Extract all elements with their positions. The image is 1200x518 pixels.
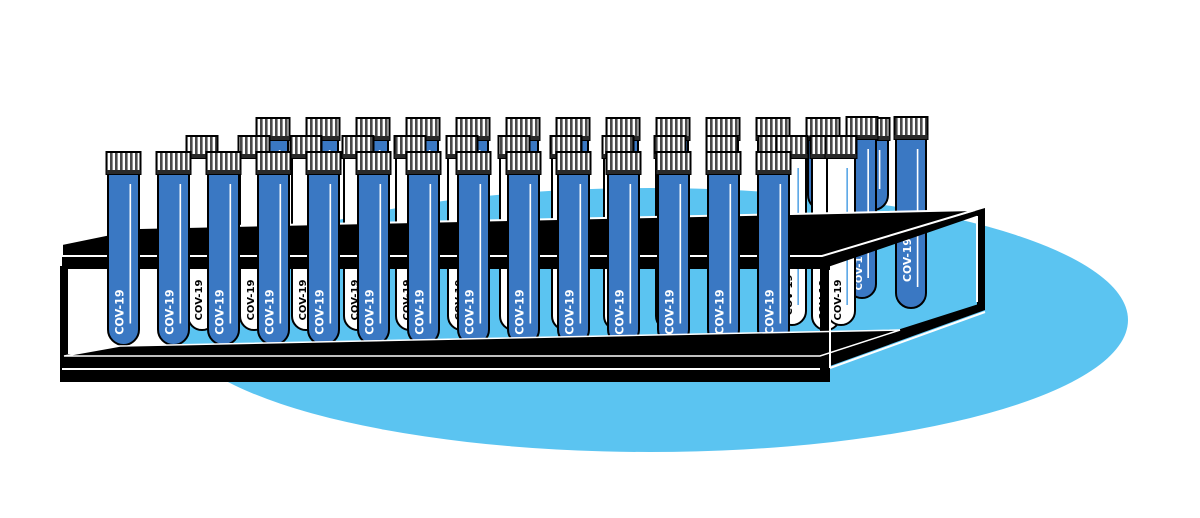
test-tube-icon: COV-19 bbox=[205, 151, 242, 346]
tube-label: COV-19 bbox=[314, 289, 327, 335]
tube-label: COV-19 bbox=[464, 289, 477, 335]
tube-label: COV-19 bbox=[714, 289, 727, 335]
tube-label: COV-19 bbox=[901, 238, 914, 282]
test-tube-icon: COV-19 bbox=[255, 151, 292, 346]
tube-label: COV-19 bbox=[246, 280, 257, 321]
tube-label: COV-19 bbox=[298, 280, 309, 321]
tube-label: COV-19 bbox=[833, 280, 844, 321]
test-tube-icon: COV-19 bbox=[405, 151, 442, 346]
test-tube-icon: COV-19 bbox=[555, 151, 592, 346]
tube-label: COV-19 bbox=[664, 289, 677, 335]
test-tube-icon: COV-19 bbox=[105, 151, 142, 346]
tube-label: COV-19 bbox=[164, 289, 177, 335]
tube-label: COV-19 bbox=[194, 280, 205, 321]
test-tube-icon: COV-19 bbox=[455, 151, 492, 346]
tube-label: COV-19 bbox=[564, 289, 577, 335]
test-tube-icon: COV-19 bbox=[705, 151, 742, 346]
tube-label: COV-19 bbox=[514, 289, 527, 335]
test-tube-icon: COV-19 bbox=[755, 151, 792, 346]
tube-label: COV-19 bbox=[264, 289, 277, 335]
test-tube-icon: COV-19 bbox=[605, 151, 642, 346]
tube-label: COV-19 bbox=[414, 289, 427, 335]
tube-label: COV-19 bbox=[350, 280, 361, 321]
tube-label: COV-19 bbox=[364, 289, 377, 335]
tube-label: COV-19 bbox=[614, 289, 627, 335]
tube-label: COV-19 bbox=[214, 289, 227, 335]
test-tube-icon: COV-19 bbox=[655, 151, 692, 346]
test-tube-icon: COV-19 bbox=[505, 151, 542, 346]
test-tube-icon: COV-19 bbox=[155, 151, 192, 346]
test-tube-icon: COV-19 bbox=[305, 151, 342, 346]
tube-label: COV-19 bbox=[114, 289, 127, 335]
tube-label: COV-19 bbox=[854, 250, 865, 291]
tube-rack-icon bbox=[60, 211, 986, 382]
tube-label: COV-19 bbox=[764, 289, 777, 335]
test-tube-icon: COV-19 bbox=[355, 151, 392, 346]
